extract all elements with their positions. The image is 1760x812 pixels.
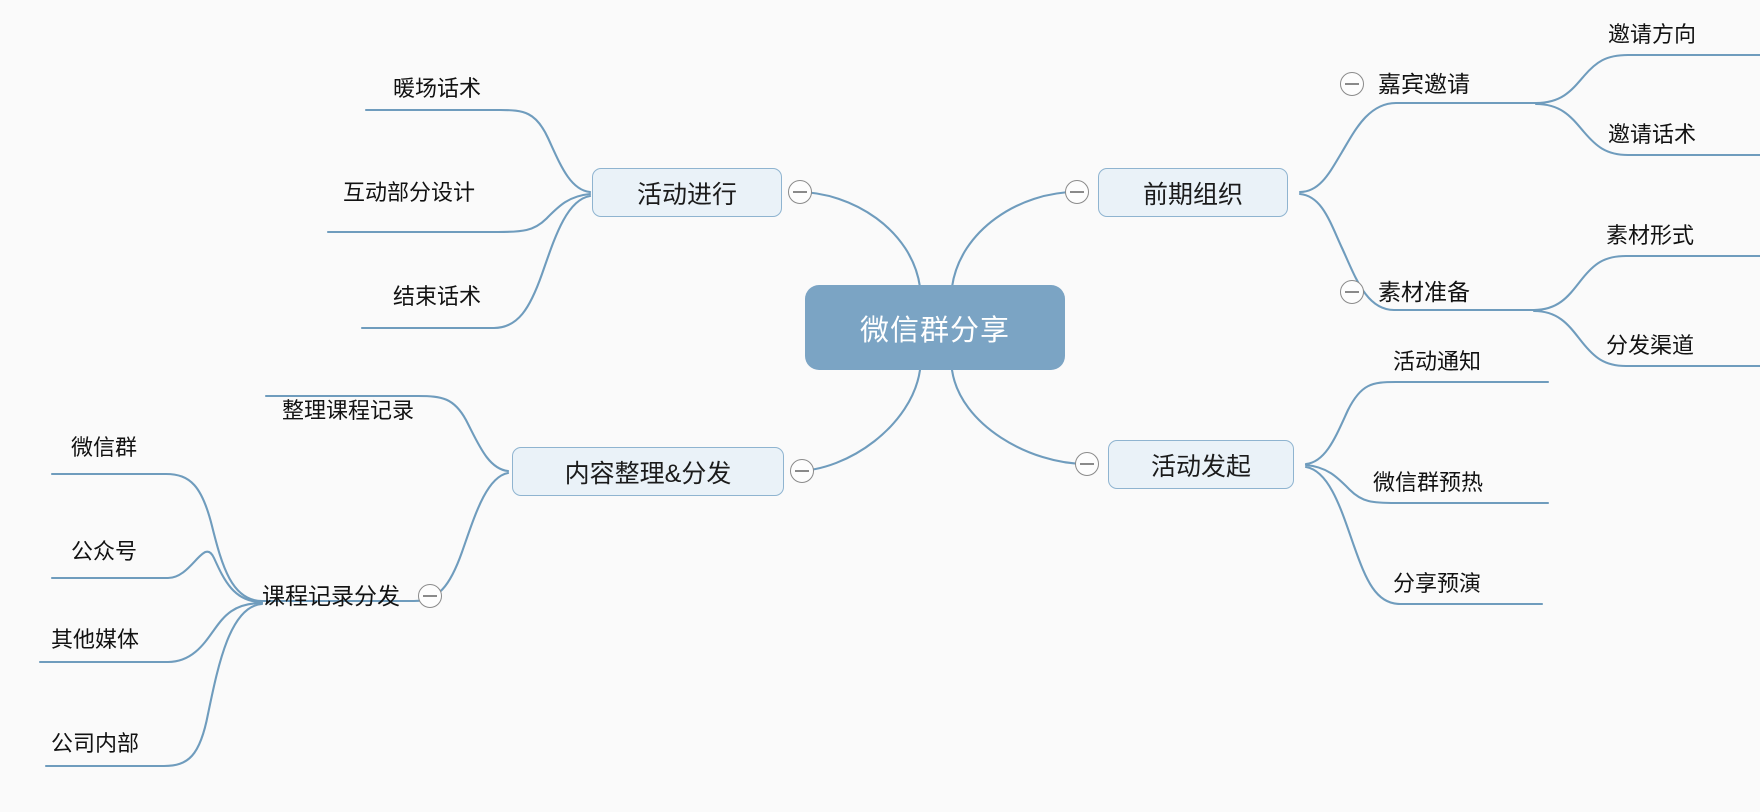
leaf-node-gongsi-neibu[interactable]: 公司内部: [51, 731, 140, 756]
edge-qianqi-jiabin: [1298, 101, 1538, 194]
collapse-toggle-qianqi-zuzhi[interactable]: [1065, 180, 1089, 204]
edge-jiabin-fangxiang: [1534, 53, 1760, 105]
edge-root-jinxing: [796, 190, 922, 289]
leaf-node-weixinqun[interactable]: 微信群: [71, 435, 138, 460]
leaf-node-gongzhonghao[interactable]: 公众号: [71, 539, 138, 564]
collapse-toggle-kecheng-jilu-fenfa[interactable]: [418, 584, 442, 608]
edge-kecheng-weixinqun: [50, 472, 264, 603]
edge-neirong-kecheng: [260, 471, 510, 603]
edge-root-neirong: [794, 368, 922, 473]
branch-node-huodong-faqi-label: 活动发起: [1150, 452, 1251, 481]
branch-node-qianqi-zuzhi-label: 前期组织: [1142, 180, 1243, 209]
leaf-node-sucai-xingshi[interactable]: 素材形式: [1606, 223, 1695, 248]
subnode-jiabin-yaoqing-label: 嘉宾邀请: [1378, 70, 1470, 97]
subnode-sucai-zhunbei[interactable]: 素材准备: [1340, 280, 1470, 304]
collapse-toggle-sucai-zhunbei[interactable]: [1340, 280, 1364, 304]
subnode-kecheng-jilu-fenfa[interactable]: 课程记录分发: [262, 584, 442, 608]
collapse-toggle-huodong-jinxing[interactable]: [788, 180, 812, 204]
branch-node-neirong-zhengli-fenfa[interactable]: 内容整理&分发: [512, 447, 784, 496]
leaf-node-nuanchang-huashu[interactable]: 暖场话术: [393, 76, 482, 101]
leaf-node-yaoqing-fangxiang[interactable]: 邀请方向: [1608, 22, 1697, 47]
leaf-node-zhengli-kecheng-jilu[interactable]: 整理课程记录: [282, 398, 415, 423]
branch-node-huodong-jinxing[interactable]: 活动进行: [592, 168, 782, 217]
edge-root-qianqi: [950, 190, 1078, 289]
subnode-jiabin-yaoqing[interactable]: 嘉宾邀请: [1340, 72, 1470, 96]
collapse-toggle-neirong-zhengli-fenfa[interactable]: [790, 459, 814, 483]
edge-sucai-xingshi: [1532, 254, 1760, 312]
leaf-node-fenfa-qudao[interactable]: 分发渠道: [1606, 333, 1695, 358]
leaf-node-weixinqun-yure[interactable]: 微信群预热: [1373, 470, 1484, 495]
leaf-node-yaoqing-huashu[interactable]: 邀请话术: [1608, 122, 1697, 147]
collapse-toggle-huodong-faqi[interactable]: [1075, 452, 1099, 476]
edge-faqi-tongzhi: [1304, 380, 1550, 466]
subnode-sucai-zhunbei-label: 素材准备: [1378, 278, 1470, 305]
edge-root-faqi: [950, 368, 1088, 466]
leaf-node-hudong-bufen-sheji[interactable]: 互动部分设计: [343, 180, 476, 205]
root-node[interactable]: 微信群分享: [805, 285, 1065, 370]
branch-node-huodong-faqi[interactable]: 活动发起: [1108, 440, 1294, 489]
leaf-node-qita-meiti[interactable]: 其他媒体: [51, 627, 140, 652]
leaf-node-huodong-tongzhi[interactable]: 活动通知: [1393, 349, 1482, 374]
branch-node-qianqi-zuzhi[interactable]: 前期组织: [1098, 168, 1288, 217]
root-node-label: 微信群分享: [859, 314, 1010, 347]
subnode-kecheng-jilu-fenfa-label: 课程记录分发: [262, 582, 400, 609]
branch-node-neirong-zhengli-fenfa-label: 内容整理&分发: [564, 459, 732, 488]
leaf-node-jieshu-huashu[interactable]: 结束话术: [393, 284, 482, 309]
leaf-node-fenxiang-yuyan[interactable]: 分享预演: [1393, 571, 1482, 596]
branch-node-huodong-jinxing-label: 活动进行: [636, 180, 737, 209]
collapse-toggle-jiabin-yaoqing[interactable]: [1340, 72, 1364, 96]
